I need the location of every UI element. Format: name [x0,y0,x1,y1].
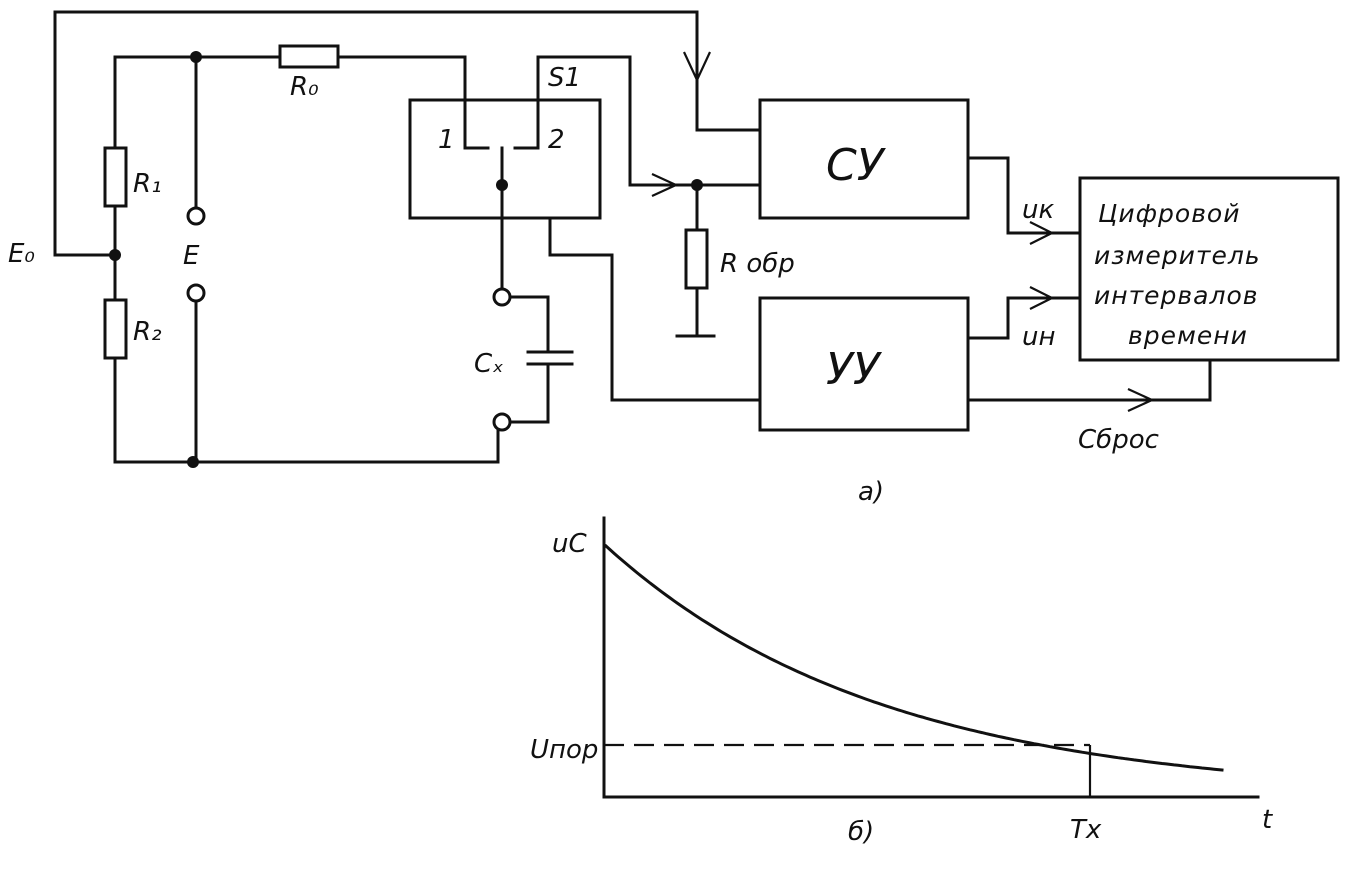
decay-chart: uC Uпор Tx t б) [530,516,1273,847]
wire-cap-bottom [508,362,550,424]
e0-feedback-wire [53,10,762,257]
resistor-r0 [278,44,340,69]
wire-un [966,296,1082,340]
wire-s1-uu [548,216,762,402]
resistor-r1 [103,146,128,208]
arrow-to-cu [651,173,679,197]
node-switch-arm [496,179,508,191]
circuit-schematic: R₀ R₁ R₂ E₀ E S1 1 2 Cₓ R обр СУ УУ uк u… [8,10,1340,507]
wire-uk [966,156,1082,235]
node-e0 [109,249,121,261]
tx-label: Tx [1070,815,1102,845]
label-e0: E₀ [8,239,35,269]
label-s1: S1 [548,63,581,93]
resistor-robr [684,228,709,290]
meter-line-2: измеритель [1094,241,1261,270]
label-un: uн [1022,322,1055,352]
label-uu: УУ [826,344,883,395]
wire-s1-cu [536,55,692,187]
y-axis-label: uC [552,529,587,559]
block-uu [758,296,970,432]
arrow-feedback [683,51,711,83]
label-pos1: 1 [438,125,455,155]
label-pos2: 2 [548,125,565,155]
terminal-e-top [186,206,206,226]
label-uk: uк [1022,195,1054,225]
switch-s1-box [408,98,602,220]
caption-b: б) [848,817,874,847]
node-e-top [190,51,202,63]
decay-curve [603,543,1224,772]
block-meter [1078,176,1340,362]
arrow-un [1029,286,1055,310]
caption-a: а) [858,477,884,507]
node-e-bottom [187,456,199,468]
wire-cap-top [508,295,550,354]
label-reset: Сброс [1078,425,1159,455]
label-r1: R₁ [133,169,162,199]
label-cx: Cₓ [474,349,504,379]
meter-line-1: Цифровой [1098,199,1240,228]
switch-contact-1 [463,98,490,150]
label-e: E [183,241,200,271]
arrow-uk [1029,221,1055,245]
switch-contact-2 [513,98,540,150]
x-axis-label: t [1262,805,1273,835]
block-su [758,98,970,220]
wire-reset [966,358,1212,402]
terminal-e-bottom [186,283,206,303]
terminal-cx-top [492,287,512,307]
meter-line-3: интервалов [1094,281,1258,310]
meter-line-4: времени [1128,321,1248,350]
resistor-r2 [103,298,128,360]
label-r0: R₀ [290,72,319,102]
label-su: СУ [826,140,887,191]
label-r2: R₂ [133,317,162,347]
label-robr: R обр [720,249,795,279]
terminal-cx-bottom [492,412,512,432]
threshold-label: Uпор [530,735,598,765]
arrow-reset [1127,388,1155,412]
